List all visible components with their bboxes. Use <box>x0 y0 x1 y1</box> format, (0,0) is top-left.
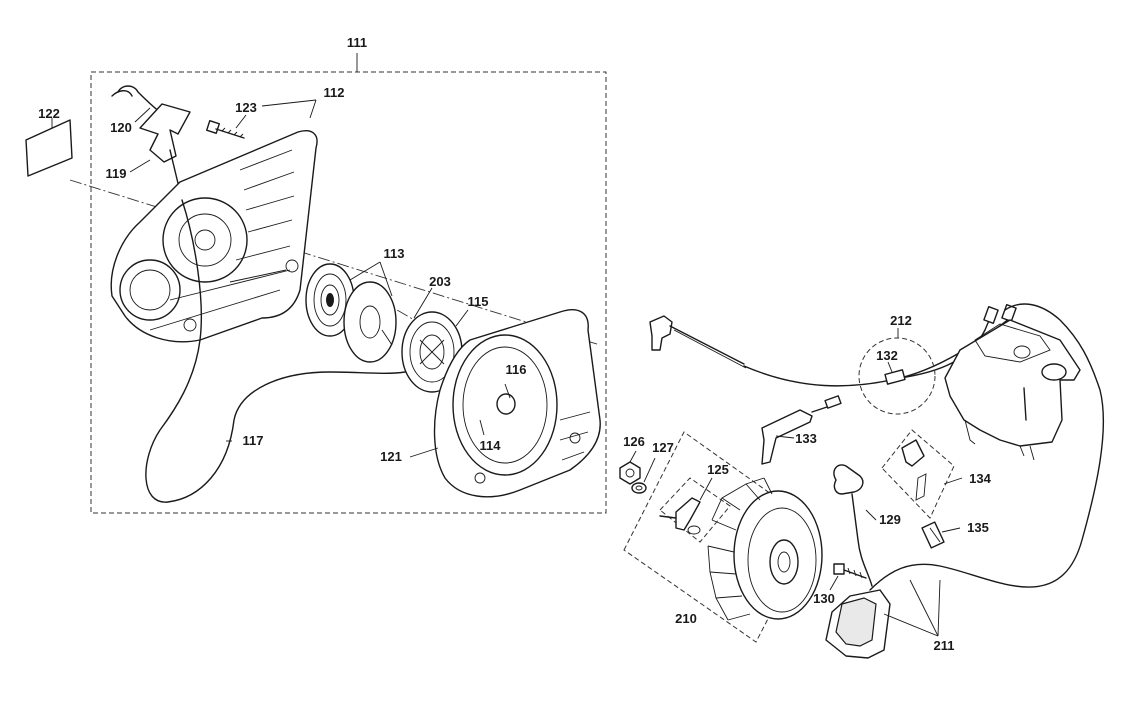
callout-210: 210 <box>675 611 697 626</box>
ignition-lead-part <box>833 464 877 587</box>
bolt-123-part <box>205 114 247 139</box>
callout-211: 211 <box>934 638 955 653</box>
callout-122: 122 <box>38 106 60 121</box>
recoil-spring-part <box>305 261 397 363</box>
callout-111: 111 <box>347 35 367 50</box>
spark-plug-group <box>881 429 963 549</box>
callout-134: 134 <box>969 471 991 486</box>
callout-116: 116 <box>506 362 527 377</box>
callout-123: 123 <box>235 100 257 115</box>
callout-212: 212 <box>890 313 912 328</box>
flywheel-key-part <box>659 477 731 543</box>
callout-114: 114 <box>480 438 502 453</box>
callout-119: 119 <box>106 166 127 181</box>
flywheel-part <box>707 477 823 621</box>
callout-133: 133 <box>795 431 817 446</box>
callout-135: 135 <box>967 520 989 535</box>
screw-130-part <box>829 563 867 591</box>
ignition-coil-part <box>825 303 1105 659</box>
callout-129: 129 <box>879 512 901 527</box>
starter-assembly-box <box>90 71 607 514</box>
starter-handle-part <box>111 85 191 201</box>
bracket-133-part <box>761 395 842 465</box>
callout-125: 125 <box>707 462 729 477</box>
callout-126: 126 <box>623 434 645 449</box>
assembly-axis-line <box>69 179 601 346</box>
callout-117: 117 <box>243 433 264 448</box>
callout-130: 130 <box>813 591 835 606</box>
decal-part <box>25 118 73 177</box>
callout-132: 132 <box>876 348 898 363</box>
callout-121: 121 <box>380 449 402 464</box>
callout-115: 115 <box>468 294 489 309</box>
callout-112: 112 <box>324 85 345 100</box>
flywheel-group-box <box>623 431 817 643</box>
engine-shroud-part <box>944 319 1081 461</box>
switch-connector-part <box>884 361 906 385</box>
callout-203: 203 <box>429 274 451 289</box>
switch-detail-circle <box>858 337 936 415</box>
starter-cover-part <box>409 309 601 498</box>
callout-127: 127 <box>652 440 674 455</box>
callout-113: 113 <box>384 246 405 261</box>
starter-housing-part <box>110 99 318 343</box>
starter-rope-part <box>145 199 406 503</box>
nut-washer-part <box>619 450 656 494</box>
callout-120: 120 <box>110 120 132 135</box>
